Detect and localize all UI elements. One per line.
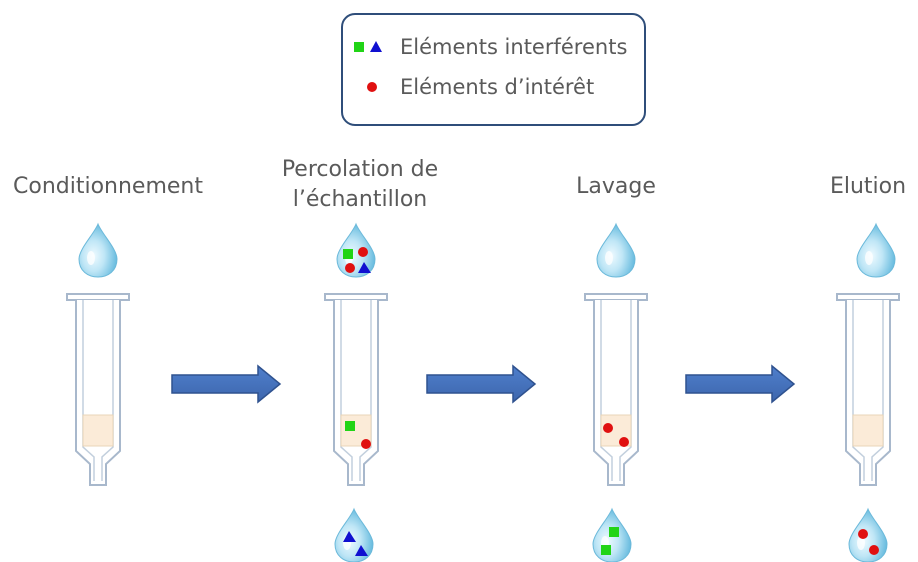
spe-cartridge-elution: [836, 293, 900, 486]
spe-cartridge-conditionnement: [66, 293, 130, 486]
interfering-square: [601, 545, 611, 555]
interfering-symbols-icon: [354, 41, 382, 52]
retained-interfering-square: [345, 421, 355, 431]
spe-cartridge-percolation: [324, 293, 388, 486]
water-drop-icon: [78, 223, 118, 278]
eluent-drop-icon: [856, 223, 896, 278]
step-label-lavage: Lavage: [576, 174, 656, 199]
legend-interfering-label: Eléments interférents: [400, 35, 628, 59]
legend-interest-label: Eléments d’intérêt: [400, 75, 595, 99]
arrow-right-icon: [426, 364, 537, 404]
interest-dot: [358, 247, 368, 257]
legend-green-square: [354, 42, 364, 52]
legend-box: Eléments interférents Eléments d’intérêt: [341, 13, 646, 126]
interest-dot: [345, 263, 355, 273]
interest-symbol-icon: [367, 82, 377, 92]
retained-interest-dot: [603, 423, 613, 433]
sample-drop-icon: [336, 223, 376, 278]
interfering-square: [343, 249, 353, 259]
interfering-square: [609, 527, 619, 537]
eluate-drop-icon: [848, 508, 888, 562]
interest-dot: [869, 545, 879, 555]
wash-effluent-drop-icon: [592, 508, 632, 562]
step-label-percolation: Percolation de l’échantillon: [281, 157, 439, 212]
interfering-triangle: [343, 531, 356, 542]
interfering-triangle: [358, 262, 371, 273]
spe-cartridge-lavage: [584, 293, 648, 486]
retained-interest-dot: [361, 439, 371, 449]
retained-interest-dot: [619, 437, 629, 447]
arrow-right-icon: [685, 364, 796, 404]
interfering-triangle: [355, 545, 368, 556]
interest-dot: [858, 529, 868, 539]
wash-drop-icon: [596, 223, 636, 278]
effluent-drop-icon: [334, 508, 374, 562]
legend-blue-triangle: [370, 41, 382, 52]
step-label-conditionnement: Conditionnement: [13, 174, 203, 199]
legend-red-dot: [367, 82, 377, 92]
arrow-right-icon: [171, 364, 282, 404]
step-label-elution: Elution: [829, 174, 907, 199]
